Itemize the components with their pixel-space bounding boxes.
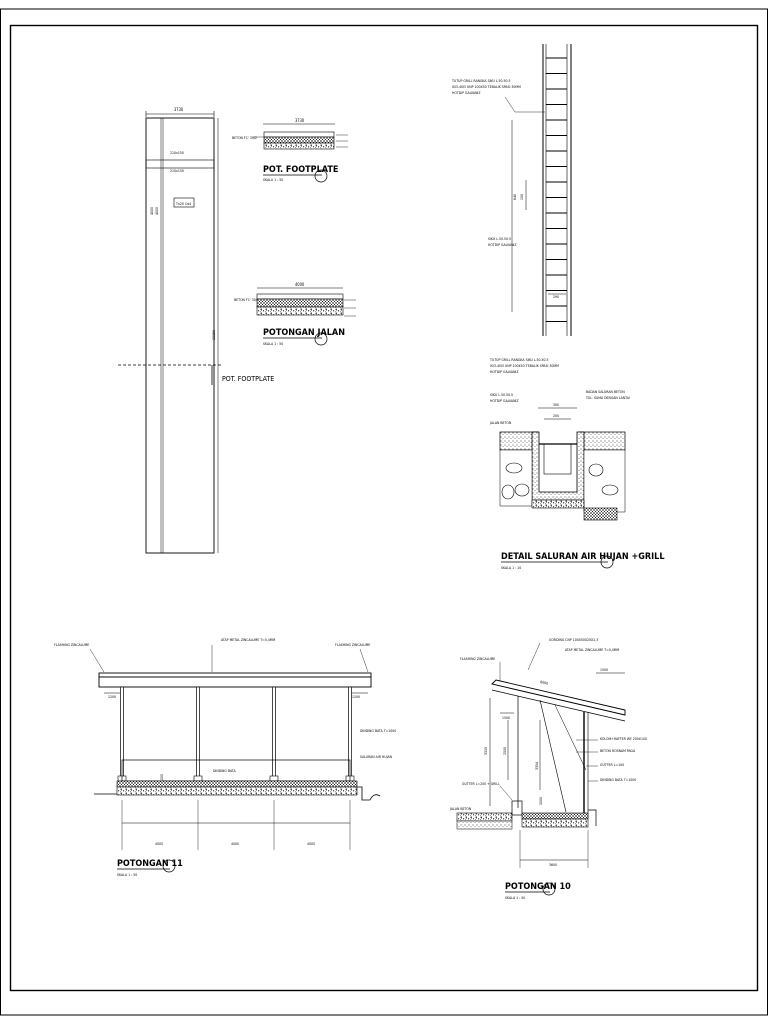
- p10-dim-1500: 1500: [502, 716, 510, 720]
- p10-note-road: JALAN BETON: [449, 807, 472, 811]
- p11-bay-2: 4000: [231, 842, 239, 846]
- saluran-note-7: TUL. SAMA DENGAN LANTAI: [586, 396, 630, 400]
- p10-note-gutter: GUTTER L=100: [600, 763, 624, 767]
- p11-roof: ATAP METAL ZINCALUME T=0,4MM: [221, 638, 276, 642]
- footplate-scale: SKALA 1 : 50: [263, 178, 283, 182]
- saluran-note-3: HOTDIP GALVANIZ: [490, 370, 519, 374]
- p11-scale: SKALA 1 : 50: [117, 873, 137, 877]
- p11-title: POTONGAN 11: [117, 859, 183, 869]
- plan-tag: Tn20 Cd4: [176, 202, 191, 206]
- saluran-note-5: HOTDIP GALVANIZ: [490, 399, 519, 403]
- plan-dim-total: 12150: [212, 330, 216, 340]
- plan-dim-b: 210x150: [170, 169, 184, 173]
- jalan-title: POTONGAN JALAN: [263, 328, 345, 338]
- jalan-label: BETON FC' 30/2: [234, 298, 259, 302]
- p10-note-beam: BETON ROSNAM PAGA: [600, 749, 636, 753]
- grill-dim-3: 290: [553, 295, 559, 299]
- grill-note-3: HOTDIP GALVANIZ: [452, 91, 481, 95]
- section-potongan-10: GORDING CNP 100X50X20X2,3 ATAP METAL ZIN…: [449, 638, 647, 900]
- p11-bay-1: 4000: [155, 842, 163, 846]
- detail-saluran: TUTUP GRILL RANGKA SIKU L.50.50.5 ISI3-4…: [489, 358, 665, 570]
- grill-note-4: SIKU L.50.50.5: [488, 237, 511, 241]
- p11-base-plate: [193, 775, 203, 782]
- saluran-note-2: ISI3-40I3 UNP 100X50 TEBALIK SPASI 30MM: [490, 364, 559, 368]
- p11-columns: [117, 686, 355, 782]
- footplate-label: BETON FC' 30/2: [232, 136, 257, 140]
- grill-note-5: HOTDIP GALVANIZ: [488, 243, 517, 247]
- outer-border: [0, 8, 768, 1016]
- grill-note-1: TUTUP GRILL RANGKA SIKU L.50.50.5: [452, 79, 511, 83]
- p11-wall-height: 1000: [160, 774, 164, 782]
- p11-wall-center: DINDING BATA: [213, 769, 237, 773]
- p11-flashing-right: FLASHING ZINCALUME: [335, 643, 370, 647]
- saluran-note-4: SIKU L.50.50.5: [490, 393, 513, 397]
- p10-roof: ATAP METAL ZINCALUME T=0,4MM: [565, 648, 620, 652]
- p11-base-plate: [269, 775, 279, 782]
- p10-dim-top: 1500: [600, 668, 608, 672]
- p10-dim-2550: 2550: [503, 747, 507, 755]
- detail-potongan-jalan: 4000 BETON FC' 30/2 POTONGAN JALAN SKALA…: [234, 282, 356, 346]
- detail-footplate: 3730 BETON FC' 30/2 POT. FOOTPLATE SKALA…: [232, 118, 348, 183]
- section-potongan-11: FLASHING ZINCALUME ATAP METAL ZINCALUME …: [54, 638, 396, 877]
- p10-scale: SKALA 1 : 50: [505, 896, 525, 900]
- p10-note-column: KOLOM+RAFTER WF 200X100: [600, 737, 647, 741]
- saluran-title: DETAIL SALURAN AIR HUJAN +GRILL: [501, 552, 665, 562]
- saluran-dim-2: 200: [553, 414, 559, 418]
- p10-dim-3315: 3315: [484, 747, 488, 755]
- plan-section-mark: POT. FOOTPLATE: [222, 375, 274, 383]
- grill-dim-1: 640: [513, 194, 517, 200]
- grill-note-2: ISI3-40I3 UNP 100X50 TEBALIK SPASI 30MM: [452, 85, 521, 89]
- p11-overhang-right: 1200: [352, 695, 360, 699]
- saluran-note-8: JALAN BETON: [489, 421, 512, 425]
- plan-dim-top: 3730: [174, 107, 184, 112]
- saluran-dim-1: 300: [553, 403, 559, 407]
- plan-view: 3730 210x150 210x150 4000 4000 Tn20 Cd4 …: [118, 107, 274, 554]
- saluran-note-1: TUTUP GRILL RANGKA SIKU L.50.50.5: [490, 358, 549, 362]
- p11-bay-3: 4000: [307, 842, 315, 846]
- p10-dim-bottom: 3600: [549, 863, 557, 867]
- p10-dim-1000: 1000: [539, 797, 543, 805]
- detail-grill-elevation: TUTUP GRILL RANGKA SIKU L.50.50.5 ISI3-4…: [452, 44, 572, 336]
- inner-frame: [9, 24, 759, 992]
- p11-flashing-left: FLASHING ZINCALUME: [54, 643, 89, 647]
- ladder-rungs: [546, 57, 567, 322]
- p10-note-gutter-grill: GUTTER L=200 + GRILL: [462, 782, 500, 786]
- jalan-dim: 4000: [295, 282, 305, 287]
- p10-flashing: FLASHING ZINCALUME: [460, 657, 495, 661]
- saluran-note-6: BADAN SALURAN BETON: [586, 390, 625, 394]
- p10-gording: GORDING CNP 100X50X20X2,3: [549, 638, 598, 642]
- grill-dim-2: 150: [520, 194, 524, 200]
- p11-overhang-left: 1200: [108, 695, 116, 699]
- p11-wall-right: DINDING BATA T=1000: [360, 729, 396, 733]
- p10-note-wall: DINDING BATA T=1000: [600, 778, 636, 782]
- p11-column: [272, 686, 276, 782]
- p10-dim-rafter: 6000: [540, 680, 549, 686]
- p10-dim-3354: 3354: [535, 762, 539, 770]
- plan-dim-a: 210x150: [170, 151, 184, 155]
- p10-title: POTONGAN 10: [505, 882, 571, 892]
- p11-drain: SALURAN AIR HUJAN: [360, 755, 393, 759]
- plan-dim-v1: 4000: [155, 207, 159, 215]
- p11-column: [196, 686, 200, 782]
- saluran-scale: SKALA 1 : 10: [501, 566, 521, 570]
- plan-dim-v2: 4000: [150, 207, 154, 215]
- jalan-scale: SKALA 1 : 50: [263, 342, 283, 346]
- footplate-title: POT. FOOTPLATE: [263, 165, 338, 175]
- footplate-dim: 3730: [295, 118, 305, 123]
